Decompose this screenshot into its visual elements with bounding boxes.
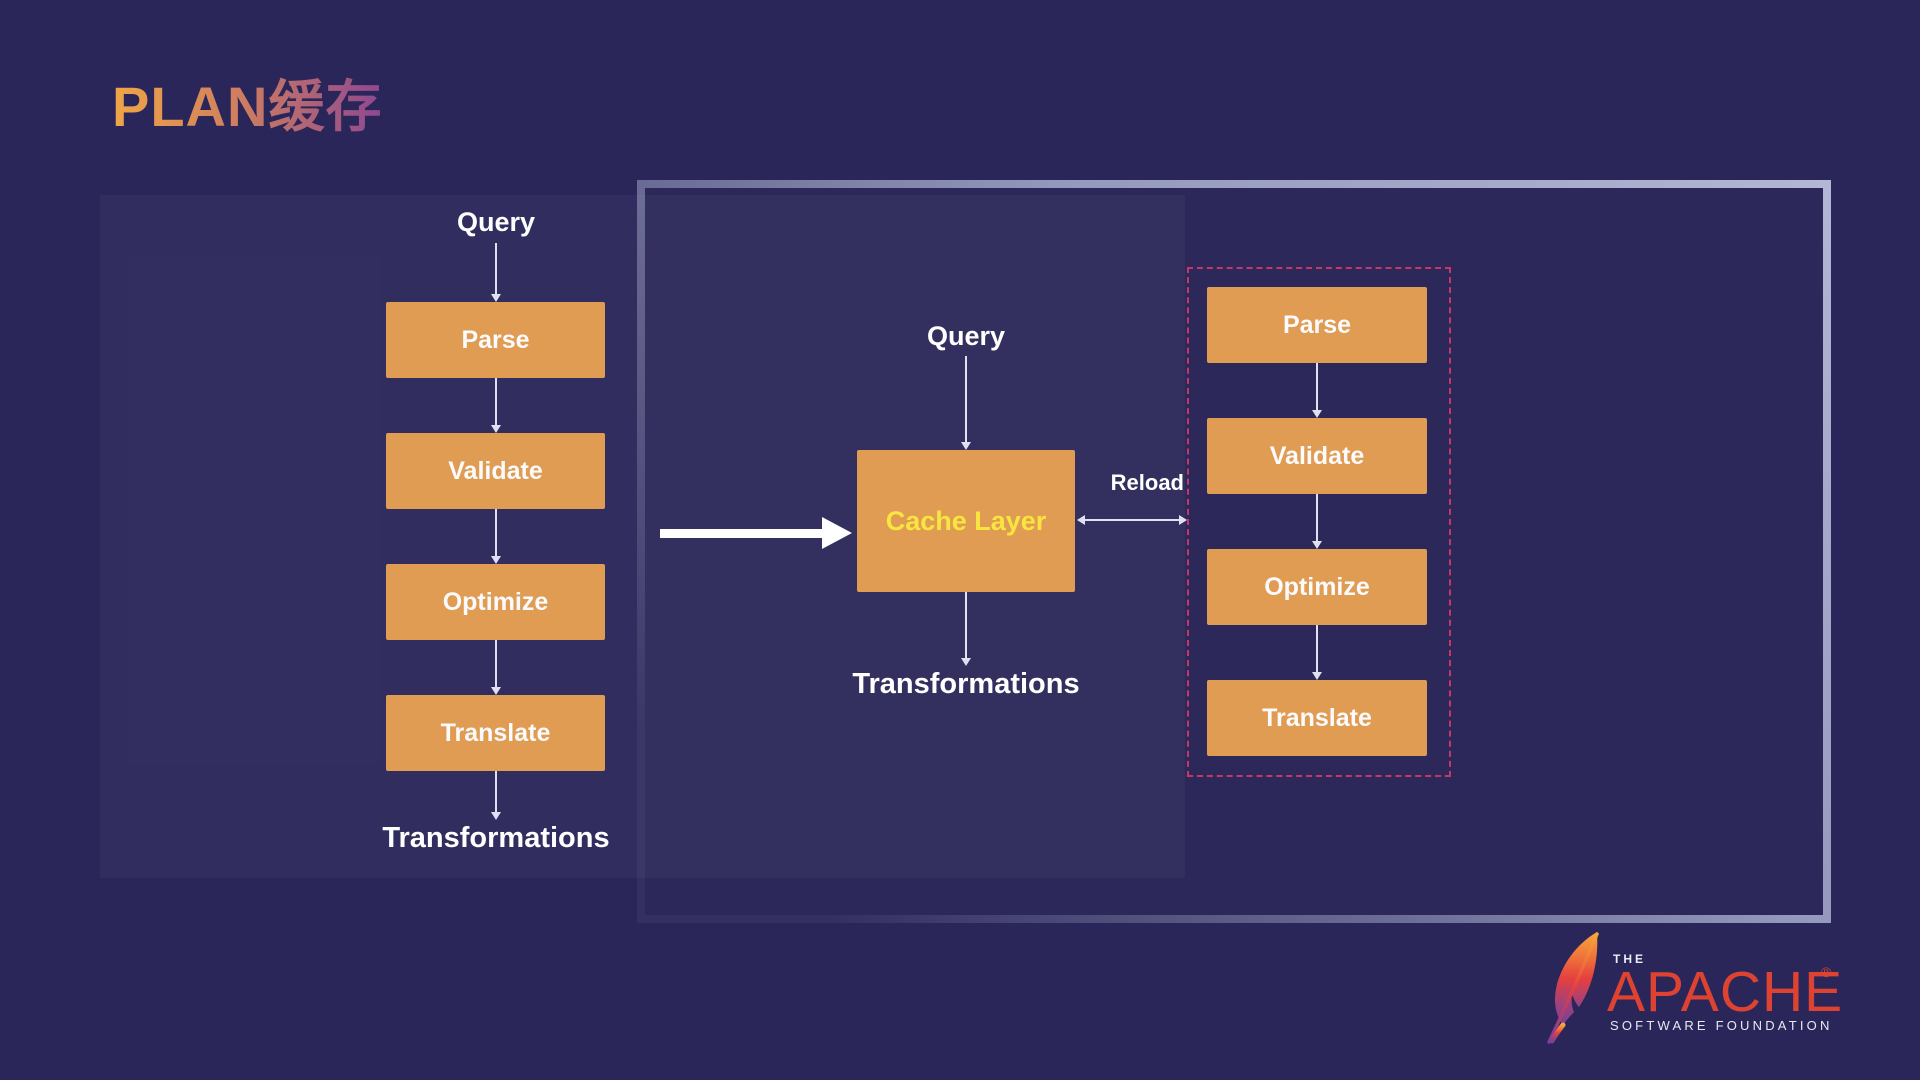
logo-subtitle-text: SOFTWARE FOUNDATION: [1610, 1018, 1833, 1033]
page-title: PLAN缓存: [112, 62, 382, 143]
arrow-right-optimize-to-translate: [1311, 625, 1322, 680]
right-box-translate: Translate: [1207, 680, 1427, 756]
right-box-validate: Validate: [1207, 418, 1427, 494]
left-box-optimize: Optimize: [386, 564, 605, 640]
left-transformations-label: Transformations: [382, 822, 610, 854]
arrow-left-query-to-parse: [490, 243, 501, 302]
left-box-translate: Translate: [386, 695, 605, 771]
arrow-cache-to-output: [960, 592, 971, 666]
arrow-right-validate-to-optimize: [1311, 494, 1322, 549]
arrow-left-translate-to-output: [490, 771, 501, 820]
logo-the-text: THE: [1613, 952, 1646, 966]
arrow-reload-bidirectional: [1077, 514, 1187, 525]
arrow-right-parse-to-validate: [1311, 363, 1322, 418]
arrow-left-optimize-to-translate: [490, 640, 501, 695]
reload-label: Reload: [1110, 470, 1184, 495]
reload-pipeline-dashed-box: [1187, 267, 1451, 777]
big-arrow-shaft: [660, 529, 823, 538]
arrow-left-parse-to-validate: [490, 378, 501, 433]
cache-layer-box: Cache Layer: [857, 450, 1075, 592]
arrow-query-to-cache: [960, 356, 971, 450]
arrow-left-validate-to-optimize: [490, 509, 501, 564]
left-box-parse: Parse: [386, 302, 605, 378]
center-query-label: Query: [926, 321, 1006, 351]
right-box-optimize: Optimize: [1207, 549, 1427, 625]
logo-apache-text: APACHE: [1607, 960, 1844, 1024]
center-transformations-label: Transformations: [852, 668, 1080, 700]
logo-registered-mark: ®: [1821, 964, 1832, 980]
apache-logo: THE APACHE ® SOFTWARE FOUNDATION: [1543, 928, 1842, 1046]
right-box-parse: Parse: [1207, 287, 1427, 363]
apache-feather-icon: [1547, 932, 1599, 1044]
left-box-validate: Validate: [386, 433, 605, 509]
left-query-label: Query: [456, 207, 536, 237]
big-arrow-head-icon: [822, 517, 852, 549]
